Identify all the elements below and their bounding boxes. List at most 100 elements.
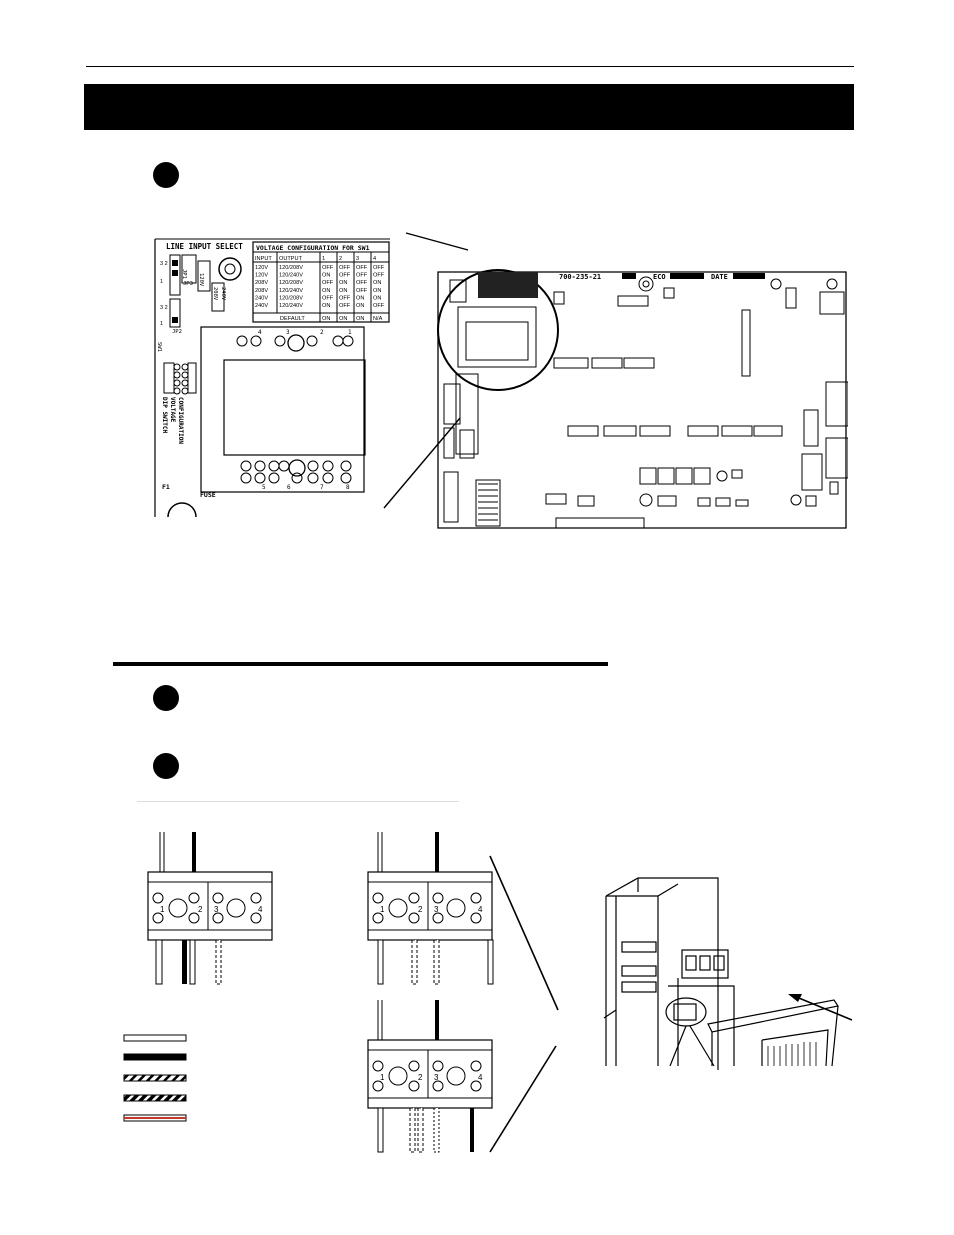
ic-pin-label-7: 7 <box>320 484 324 491</box>
terminal-number-4: 4 <box>478 1073 483 1082</box>
table-cell: 240V <box>255 295 268 301</box>
terminal-block-b: 1 2 3 4 <box>367 832 494 985</box>
step-bullet-2 <box>153 685 179 711</box>
table-cell: OFF <box>356 288 368 294</box>
table-cell: 120/208V <box>279 280 303 286</box>
table-cell: 120V <box>255 265 268 271</box>
ic-pin-label-2: 2 <box>320 329 324 336</box>
jumper-voltage-120: 120V <box>198 273 204 287</box>
ic-pin-label-1: 1 <box>348 329 352 336</box>
table-cell: 240V <box>255 303 268 309</box>
terminal-number-4: 4 <box>478 905 483 914</box>
table-default-cell: ON <box>356 316 364 322</box>
terminal-number-1: 1 <box>380 905 385 914</box>
board-eco-label: ECO <box>653 273 666 281</box>
dip-caption-line-2: VOLTAGE <box>169 397 176 423</box>
table-cell: 208V <box>255 288 268 294</box>
ic-pin-label-4: 4 <box>258 329 262 336</box>
svg-text:1: 1 <box>160 321 163 327</box>
table-cell: OFF <box>339 273 351 279</box>
table-header-cell: OUTPUT <box>279 256 303 262</box>
zoom-leader-lines <box>383 232 469 509</box>
insertion-arrow <box>793 995 853 1021</box>
fuse-label: FUSE <box>200 491 216 499</box>
table-cell: OFF <box>322 265 334 271</box>
table-cell: ON <box>322 273 330 279</box>
jumper-block: 3 2 1 3 2 1 <box>160 254 225 328</box>
dip-switch-label: SW1 <box>156 342 162 352</box>
table-header-cell: 3 <box>356 256 359 262</box>
svg-text:1: 1 <box>160 279 163 285</box>
board-components <box>443 276 848 529</box>
table-cell: ON <box>322 288 330 294</box>
line-input-select-label: LINE INPUT SELECT <box>166 242 243 251</box>
table-cell: ON <box>356 303 364 309</box>
terminal-number-2: 2 <box>418 1073 423 1082</box>
terminal-number-3: 3 <box>434 905 439 914</box>
dip-switch <box>163 362 197 395</box>
legend-wire-black-striped <box>123 1094 187 1102</box>
terminal-number-1: 1 <box>160 905 165 914</box>
terminal-block-c: 1 2 3 4 <box>367 1000 493 1153</box>
jumper-label-jp3: JP3 <box>183 281 193 287</box>
terminal-block-a: 1 2 3 4 <box>147 832 273 985</box>
table-title: VOLTAGE CONFIGURATION FOR SW1 <box>256 244 370 252</box>
jumper-voltage-208: 208V <box>212 287 218 301</box>
table-cell: ON <box>322 303 330 309</box>
table-cell: 120/240V <box>279 273 303 279</box>
table-cell: OFF <box>373 273 385 279</box>
pcb-board-figure: 700-235-21 ECO DATE <box>437 269 848 529</box>
section-title-bar <box>84 84 854 130</box>
table-cell: OFF <box>373 303 385 309</box>
ic-pin-label-3: 3 <box>286 329 290 336</box>
table-cell: OFF <box>339 303 351 309</box>
table-header-cell: 4 <box>373 256 376 262</box>
svg-text:3 2: 3 2 <box>160 261 168 267</box>
table-default-cell: N/A <box>373 316 383 322</box>
legend-wire-white <box>123 1034 187 1042</box>
wire-legend <box>123 1034 187 1122</box>
terminal-number-2: 2 <box>418 905 423 914</box>
cabinet-illustration <box>603 877 853 1070</box>
board-part-number: 700-235-21 <box>559 273 601 281</box>
table-header-cell: 2 <box>339 256 342 262</box>
table-cell: 120/240V <box>279 288 303 294</box>
terminal-number-4: 4 <box>258 905 263 914</box>
table-cell: OFF <box>356 280 368 286</box>
jumper-voltage-240: 240V <box>220 287 226 301</box>
dip-caption-line-1: DIP SWITCH <box>161 397 168 434</box>
table-cell: ON <box>339 288 347 294</box>
table-cell: OFF <box>322 280 334 286</box>
fuse-icon <box>167 502 197 518</box>
ic-pin-label-5: 5 <box>262 484 266 491</box>
table-cell: OFF <box>339 295 351 301</box>
table-cell: 120/208V <box>279 265 303 271</box>
pcb-detail-figure: LINE INPUT SELECT 3 2 1 3 2 1 JP1 JP3 JP… <box>154 238 390 518</box>
table-header-cell: INPUT <box>255 256 272 262</box>
table-default-cell: ON <box>322 316 330 322</box>
table-cell: ON <box>356 295 364 301</box>
top-rule <box>86 66 854 67</box>
step-bullet-3 <box>153 753 179 779</box>
table-cell: OFF <box>356 273 368 279</box>
magnifier-circle <box>437 269 559 391</box>
fuse-ref-label: F1 <box>162 483 170 491</box>
board-date-label: DATE <box>711 273 728 281</box>
table-cell: OFF <box>373 265 385 271</box>
thin-divider <box>137 801 459 802</box>
table-default-cell: DEFAULT <box>280 316 305 322</box>
svg-text:3 2: 3 2 <box>160 305 168 311</box>
step-bullet-1 <box>153 162 179 188</box>
legend-wire-black <box>123 1053 187 1061</box>
table-cell: 120/240V <box>279 303 303 309</box>
section-rule <box>113 662 608 666</box>
ic-socket <box>200 326 366 493</box>
table-cell: ON <box>339 280 347 286</box>
table-cell: OFF <box>339 265 351 271</box>
table-cell: 120V <box>255 273 268 279</box>
jumper-label-jp1: JP1 <box>181 269 187 279</box>
terminal-number-3: 3 <box>434 1073 439 1082</box>
terminal-number-2: 2 <box>198 905 203 914</box>
capacitor-icon <box>218 257 242 281</box>
